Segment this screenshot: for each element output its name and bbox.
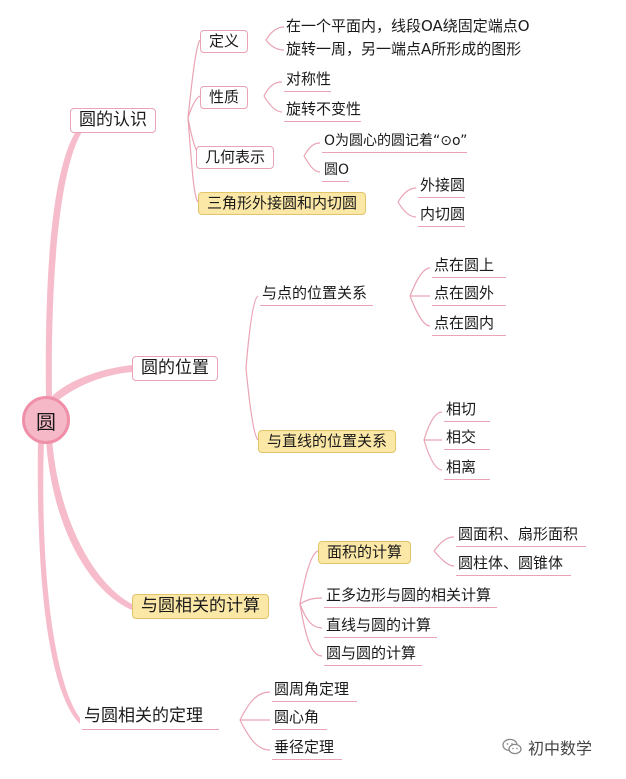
- node-geometric-notation: 几何表示: [196, 146, 275, 169]
- leaf-perpendicular-diameter: 垂径定理: [272, 740, 343, 760]
- leaf-point-on-circle: 点在圆上: [432, 258, 507, 278]
- branch-circle-theorems: 与圆相关的定理: [82, 708, 219, 730]
- root-node: 圆: [22, 396, 70, 444]
- leaf-notation-center: O为圆心的圆记着“⊙o”: [322, 134, 468, 153]
- node-line-relation: 与直线的位置关系: [258, 430, 397, 453]
- leaf-point-inside: 点在圆内: [432, 316, 507, 336]
- leaf-line-circle: 直线与圆的计算: [324, 618, 438, 638]
- leaf-circle-sector-area: 圆面积、扇形面积: [456, 527, 587, 547]
- leaf-symmetry: 对称性: [284, 72, 332, 92]
- leaf-polygon-circle: 正多边形与圆的相关计算: [324, 588, 498, 608]
- leaf-incircle: 内切圆: [418, 207, 466, 227]
- branch-circle-basics: 圆的认识: [70, 108, 156, 133]
- branch-circle-position: 圆的位置: [132, 356, 218, 381]
- leaf-central-angle: 圆心角: [272, 710, 328, 730]
- leaf-intersect: 相交: [444, 430, 491, 450]
- leaf-point-outside: 点在圆外: [432, 286, 507, 306]
- leaf-cylinder-cone: 圆柱体、圆锥体: [456, 556, 572, 576]
- wechat-icon: [502, 738, 522, 755]
- definition-text-line1: 在一个平面内，线段OA绕固定端点O: [286, 17, 530, 35]
- node-area-calculation: 面积的计算: [318, 541, 412, 564]
- leaf-inscribed-angle: 圆周角定理: [272, 682, 358, 702]
- leaf-circle-o: 圆O: [322, 163, 350, 182]
- branch-circle-calculation: 与圆相关的计算: [132, 594, 269, 619]
- node-point-relation: 与点的位置关系: [260, 286, 374, 306]
- watermark: 初中数学: [502, 735, 592, 759]
- definition-text-line2: 旋转一周，另一端点A所形成的图形: [286, 40, 522, 58]
- watermark-text: 初中数学: [528, 739, 593, 758]
- leaf-tangent: 相切: [444, 402, 491, 422]
- leaf-circumcircle: 外接圆: [418, 178, 466, 198]
- leaf-rotation-invariance: 旋转不变性: [284, 102, 362, 122]
- leaf-circle-circle: 圆与圆的计算: [324, 646, 423, 666]
- leaf-separate: 相离: [444, 460, 491, 480]
- node-properties: 性质: [200, 86, 249, 109]
- node-definition: 定义: [200, 30, 249, 53]
- node-triangle-circles: 三角形外接圆和内切圆: [198, 192, 367, 215]
